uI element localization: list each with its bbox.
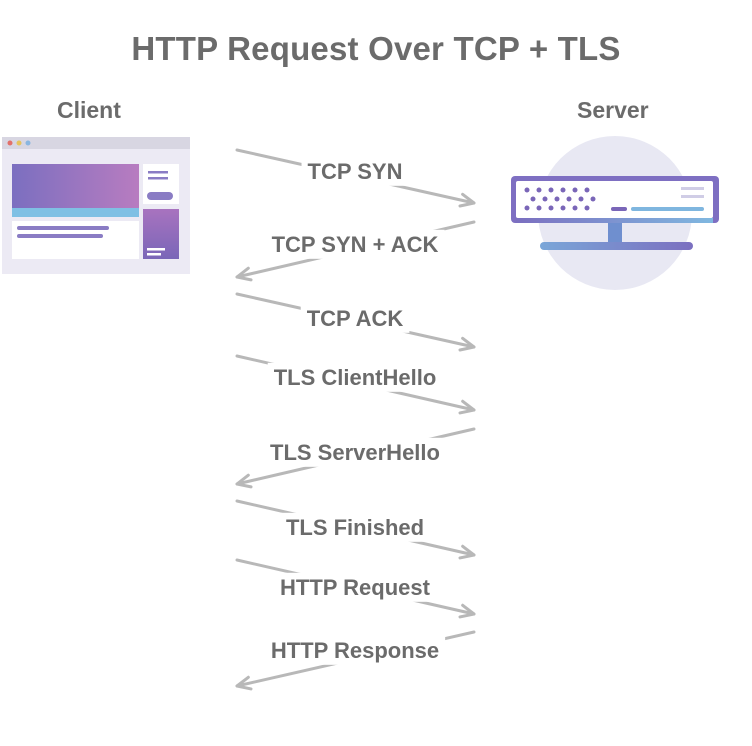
message-7: HTTP Request [235,558,476,619]
message-label-background [301,156,409,186]
browser-window-icon [2,137,190,274]
arrowhead-icon [458,192,476,208]
message-2: TCP SYN + ACK [235,220,476,282]
message-1: TCP SYN [235,148,476,208]
arrowhead-icon [458,399,476,415]
message-label: TLS ServerHello [270,440,440,465]
server-label: Server [577,97,649,123]
server-rack-icon [511,136,719,290]
message-label-background [265,229,445,259]
message-6: TLS Finished [235,499,476,560]
message-label: HTTP Request [280,575,431,600]
message-label: TLS ClientHello [274,365,437,390]
message-label-background [267,362,443,392]
message-label-background [264,635,446,665]
client-label: Client [57,97,121,123]
message-8: HTTP Response [235,630,476,691]
message-label: TCP ACK [307,306,404,331]
arrowhead-icon [235,473,253,489]
diagram-title: HTTP Request Over TCP + TLS [131,30,621,67]
arrowhead-icon [458,544,476,560]
message-label-background [300,303,410,333]
message-label: TCP SYN [308,159,403,184]
message-label-background [264,437,446,467]
arrowhead-icon [458,603,476,619]
message-label-background [279,512,431,542]
arrowhead-icon [235,266,253,282]
arrowhead-icon [235,675,253,691]
message-label: HTTP Response [271,638,439,663]
arrowhead-icon [458,336,476,352]
message-label-background [274,572,437,602]
message-3: TCP ACK [235,292,476,352]
message-5: TLS ServerHello [235,427,476,489]
message-label: TCP SYN + ACK [272,232,439,257]
message-4: TLS ClientHello [235,354,476,415]
message-label: TLS Finished [286,515,424,540]
